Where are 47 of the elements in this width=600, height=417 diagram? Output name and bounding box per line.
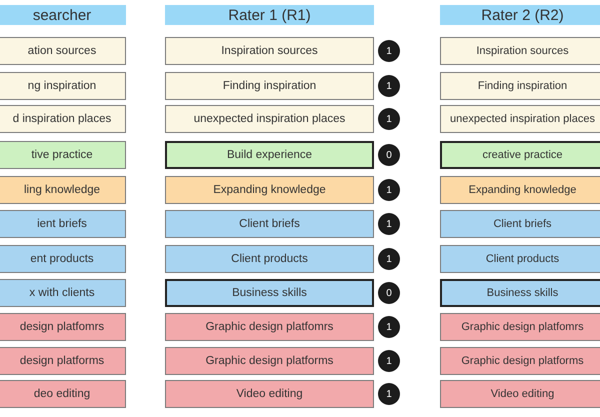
code-box: design platforms xyxy=(0,347,126,375)
code-box: Client briefs xyxy=(440,210,600,238)
code-box: Graphic design platfomrs xyxy=(440,313,600,341)
code-box: Expanding knowledge xyxy=(440,176,600,204)
score-badge: 1 xyxy=(378,75,400,97)
code-box: Inspiration sources xyxy=(165,37,374,65)
score-badge: 1 xyxy=(378,316,400,338)
code-box: Finding inspiration xyxy=(165,72,374,100)
code-box: Client products xyxy=(440,245,600,273)
code-box: Expanding knowledge xyxy=(165,176,374,204)
score-badge: 1 xyxy=(378,213,400,235)
column-header: Rater 1 (R1) xyxy=(165,5,374,25)
code-box: ent products xyxy=(0,245,126,273)
score-badge: 1 xyxy=(378,350,400,372)
code-box: Video editing xyxy=(165,380,374,408)
score-badge: 1 xyxy=(378,179,400,201)
code-box: creative practice xyxy=(440,141,600,169)
code-box: Graphic design platforms xyxy=(440,347,600,375)
score-badge: 1 xyxy=(378,383,400,405)
code-box: tive practice xyxy=(0,141,126,169)
score-badge: 0 xyxy=(378,144,400,166)
code-box: deo editing xyxy=(0,380,126,408)
column-header: searcher xyxy=(0,5,126,25)
score-badge: 1 xyxy=(378,248,400,270)
code-box: design platfomrs xyxy=(0,313,126,341)
code-box: Graphic design platforms xyxy=(165,347,374,375)
column-header: Rater 2 (R2) xyxy=(440,5,600,25)
code-box: Client briefs xyxy=(165,210,374,238)
code-box: ation sources xyxy=(0,37,126,65)
code-box: ient briefs xyxy=(0,210,126,238)
code-box: unexpected inspiration places xyxy=(165,105,374,133)
code-box: Business skills xyxy=(165,279,374,307)
score-badge: 0 xyxy=(378,282,400,304)
code-box: d inspiration places xyxy=(0,105,126,133)
code-box: Build experience xyxy=(165,141,374,169)
code-box: x with clients xyxy=(0,279,126,307)
code-box: Inspiration sources xyxy=(440,37,600,65)
score-badge: 1 xyxy=(378,108,400,130)
code-box: Client products xyxy=(165,245,374,273)
code-box: Business skills xyxy=(440,279,600,307)
code-box: ng inspiration xyxy=(0,72,126,100)
code-box: Graphic design platfomrs xyxy=(165,313,374,341)
code-box: unexpected inspiration places xyxy=(440,105,600,133)
code-box: ling knowledge xyxy=(0,176,126,204)
code-box: Finding inspiration xyxy=(440,72,600,100)
code-box: Video editing xyxy=(440,380,600,408)
score-badge: 1 xyxy=(378,40,400,62)
